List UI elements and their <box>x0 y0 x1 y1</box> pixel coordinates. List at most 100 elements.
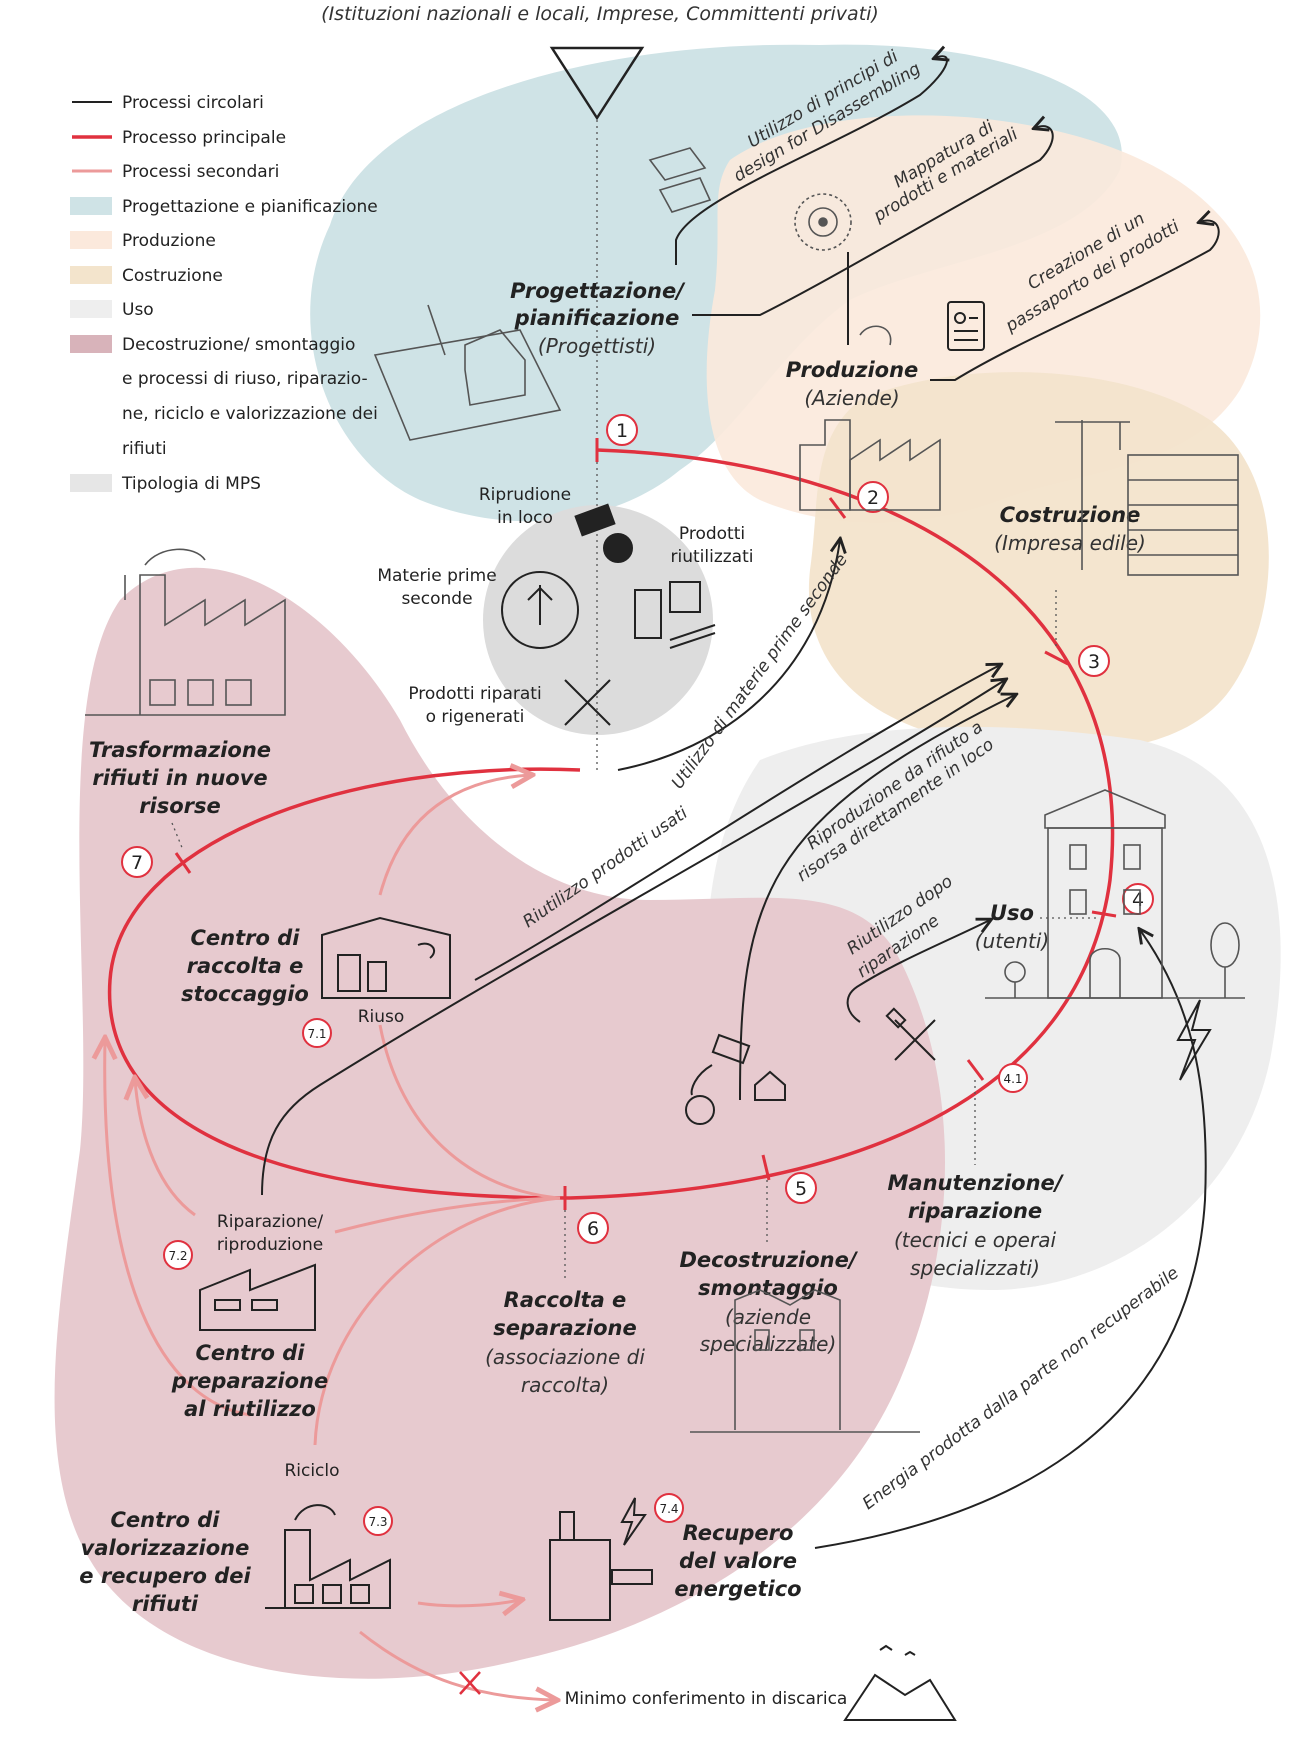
flow-riproduzione <box>261 680 1005 1196</box>
badge-4-text: 4 <box>1132 889 1144 911</box>
storage-title-1: Centro di <box>191 926 301 950</box>
valorization-title-4: rifiuti <box>132 1592 199 1616</box>
passport-document-icon <box>947 301 985 351</box>
lego-blocks-icon <box>648 147 712 213</box>
maintenance-title-1: Manutenzione/ <box>888 1171 1065 1195</box>
badge-7-text: 7 <box>131 852 143 874</box>
collection-actor-2: raccolta) <box>521 1373 609 1397</box>
label-riparazione-2: riproduzione <box>217 1235 323 1255</box>
legend-swatch-design <box>70 197 112 215</box>
badge-1: 1 <box>606 414 638 446</box>
design-stage-label: Progettazione/ pianificazione (Progettis… <box>510 279 686 358</box>
badge-3-text: 3 <box>1088 651 1100 673</box>
energy-recovery-label: Recupero del valore energetico <box>674 1521 801 1601</box>
flow-materie-prime <box>617 540 840 771</box>
badge-5: 5 <box>785 1172 817 1204</box>
mps-riutilizzati-1: Prodotti <box>679 524 745 544</box>
mps-riprudione-2: in loco <box>497 508 553 528</box>
label-riparazione-1: Riparazione/ <box>217 1212 323 1232</box>
legend-swatch-use <box>70 300 112 318</box>
main-loop-left <box>107 767 581 1200</box>
legend-label-decon-1: Decostruzione/ smontaggio <box>122 335 355 355</box>
legend-swatch-construction <box>70 266 112 284</box>
maintenance-title-2: riparazione <box>908 1199 1042 1223</box>
tick-7 <box>174 852 192 874</box>
tick-3 <box>1044 650 1069 666</box>
collection-title-2: separazione <box>493 1316 637 1340</box>
badge-41: 4.1 <box>998 1063 1028 1093</box>
recycling-factory-icon <box>265 1504 391 1609</box>
legend: Processi circolari Processo principale P… <box>70 93 378 494</box>
recycle-tree-icon <box>501 571 579 649</box>
label-riuso: Riuso <box>358 1007 405 1027</box>
badge-41-text: 4.1 <box>1003 1072 1022 1086</box>
door-window-icon <box>634 581 716 649</box>
repair-tools-icon <box>885 1007 936 1061</box>
flow-mappatura <box>692 126 1054 316</box>
mps-riprudione-1: Riprudione <box>479 485 571 505</box>
construction-title: Costruzione <box>1000 503 1141 527</box>
deconstruction-building-icon <box>690 1289 920 1433</box>
transformation-stage-label: Trasformazione rifiuti in nuove risorse <box>89 738 271 818</box>
flow-energia <box>814 930 1207 1549</box>
collection-stage-label: Raccolta e separazione (associazione di … <box>485 1288 645 1397</box>
transformation-title-3: risorse <box>139 794 221 818</box>
construction-area <box>808 372 1269 752</box>
legend-label-use: Uso <box>122 300 154 320</box>
construction-stage-label: Costruzione (Impresa edile) <box>994 503 1146 555</box>
cross-line-b <box>459 1671 481 1695</box>
flow-passaporto <box>930 221 1220 381</box>
label-riciclo: Riciclo <box>284 1461 339 1481</box>
legend-label-circular: Processi circolari <box>122 93 264 113</box>
collection-title-1: Raccolta e <box>504 1288 627 1312</box>
mapping-target-icon <box>794 193 852 251</box>
prep-title-1: Centro di <box>196 1341 306 1365</box>
legend-label-decon-4: rifiuti <box>122 439 167 459</box>
label-discarica: Minimo conferimento in discarica <box>565 1689 848 1709</box>
production-stage-label: Produzione (Aziende) <box>786 358 919 410</box>
repair-center-icon <box>199 1263 316 1331</box>
maintenance-actor-2: specializzati) <box>910 1256 1040 1280</box>
construction-actor: (Impresa edile) <box>994 531 1146 555</box>
dots-trasformazione <box>171 822 184 851</box>
construction-crane-icon <box>1055 420 1239 576</box>
legend-label-secondary: Processi secondari <box>122 162 279 182</box>
energy-title-2: del valore <box>679 1549 797 1573</box>
legend-swatch-mps <box>70 474 112 492</box>
main-loop-right <box>569 448 1115 1200</box>
use-stage-label: Uso (utenti) <box>975 901 1050 953</box>
storage-center-label: Centro di raccolta e stoccaggio <box>181 926 309 1006</box>
flow-to-energia <box>417 1600 520 1606</box>
badge-73-text: 7.3 <box>368 1515 387 1529</box>
transformation-title-1: Trasformazione <box>89 738 271 762</box>
landfill-icon <box>843 1644 957 1721</box>
mps-labels: Riprudione in loco Prodotti riutilizzati… <box>377 485 753 727</box>
storage-title-2: raccolta e <box>187 954 304 978</box>
flow-riparazione-to-loop <box>135 1080 196 1217</box>
energy-title-3: energetico <box>674 1577 801 1601</box>
recycle-loop-icon <box>685 1033 786 1125</box>
mps-icons <box>501 503 716 726</box>
badge-6: 6 <box>577 1212 609 1244</box>
flow-riproduzione-loco <box>739 695 1015 1101</box>
mps-area <box>483 505 713 735</box>
mps-riparati-2: o rigenerati <box>426 707 525 727</box>
maintenance-actor-1: (tecnici e operai <box>894 1228 1056 1252</box>
stage-areas <box>54 44 1281 1679</box>
badge-73: 7.3 <box>363 1506 393 1536</box>
blueprint-icon <box>373 304 562 441</box>
valorization-center-label: Centro di valorizzazione e recupero dei … <box>79 1508 251 1616</box>
decon-title-2: smontaggio <box>698 1276 838 1300</box>
badge-72-text: 7.2 <box>168 1249 187 1263</box>
badge-3: 3 <box>1078 645 1110 677</box>
number-badges: 1 2 3 4 4.1 5 6 7 7.1 7.2 7.3 7.4 <box>121 414 1154 1536</box>
legend-label-decon-3: ne, riciclo e valorizzazione dei <box>122 404 378 424</box>
legend-label-mps: Tipologia di MPS <box>121 474 261 494</box>
deconstruction-stage-label: Decostruzione/ smontaggio (aziende speci… <box>679 1248 858 1356</box>
tick-41 <box>966 1059 985 1081</box>
decon-title-1: Decostruzione/ <box>679 1248 858 1272</box>
circular-flows <box>261 56 1220 1549</box>
badge-4: 4 <box>1122 883 1154 915</box>
badge-71-text: 7.1 <box>307 1027 326 1041</box>
main-process-loop <box>107 448 1115 1200</box>
